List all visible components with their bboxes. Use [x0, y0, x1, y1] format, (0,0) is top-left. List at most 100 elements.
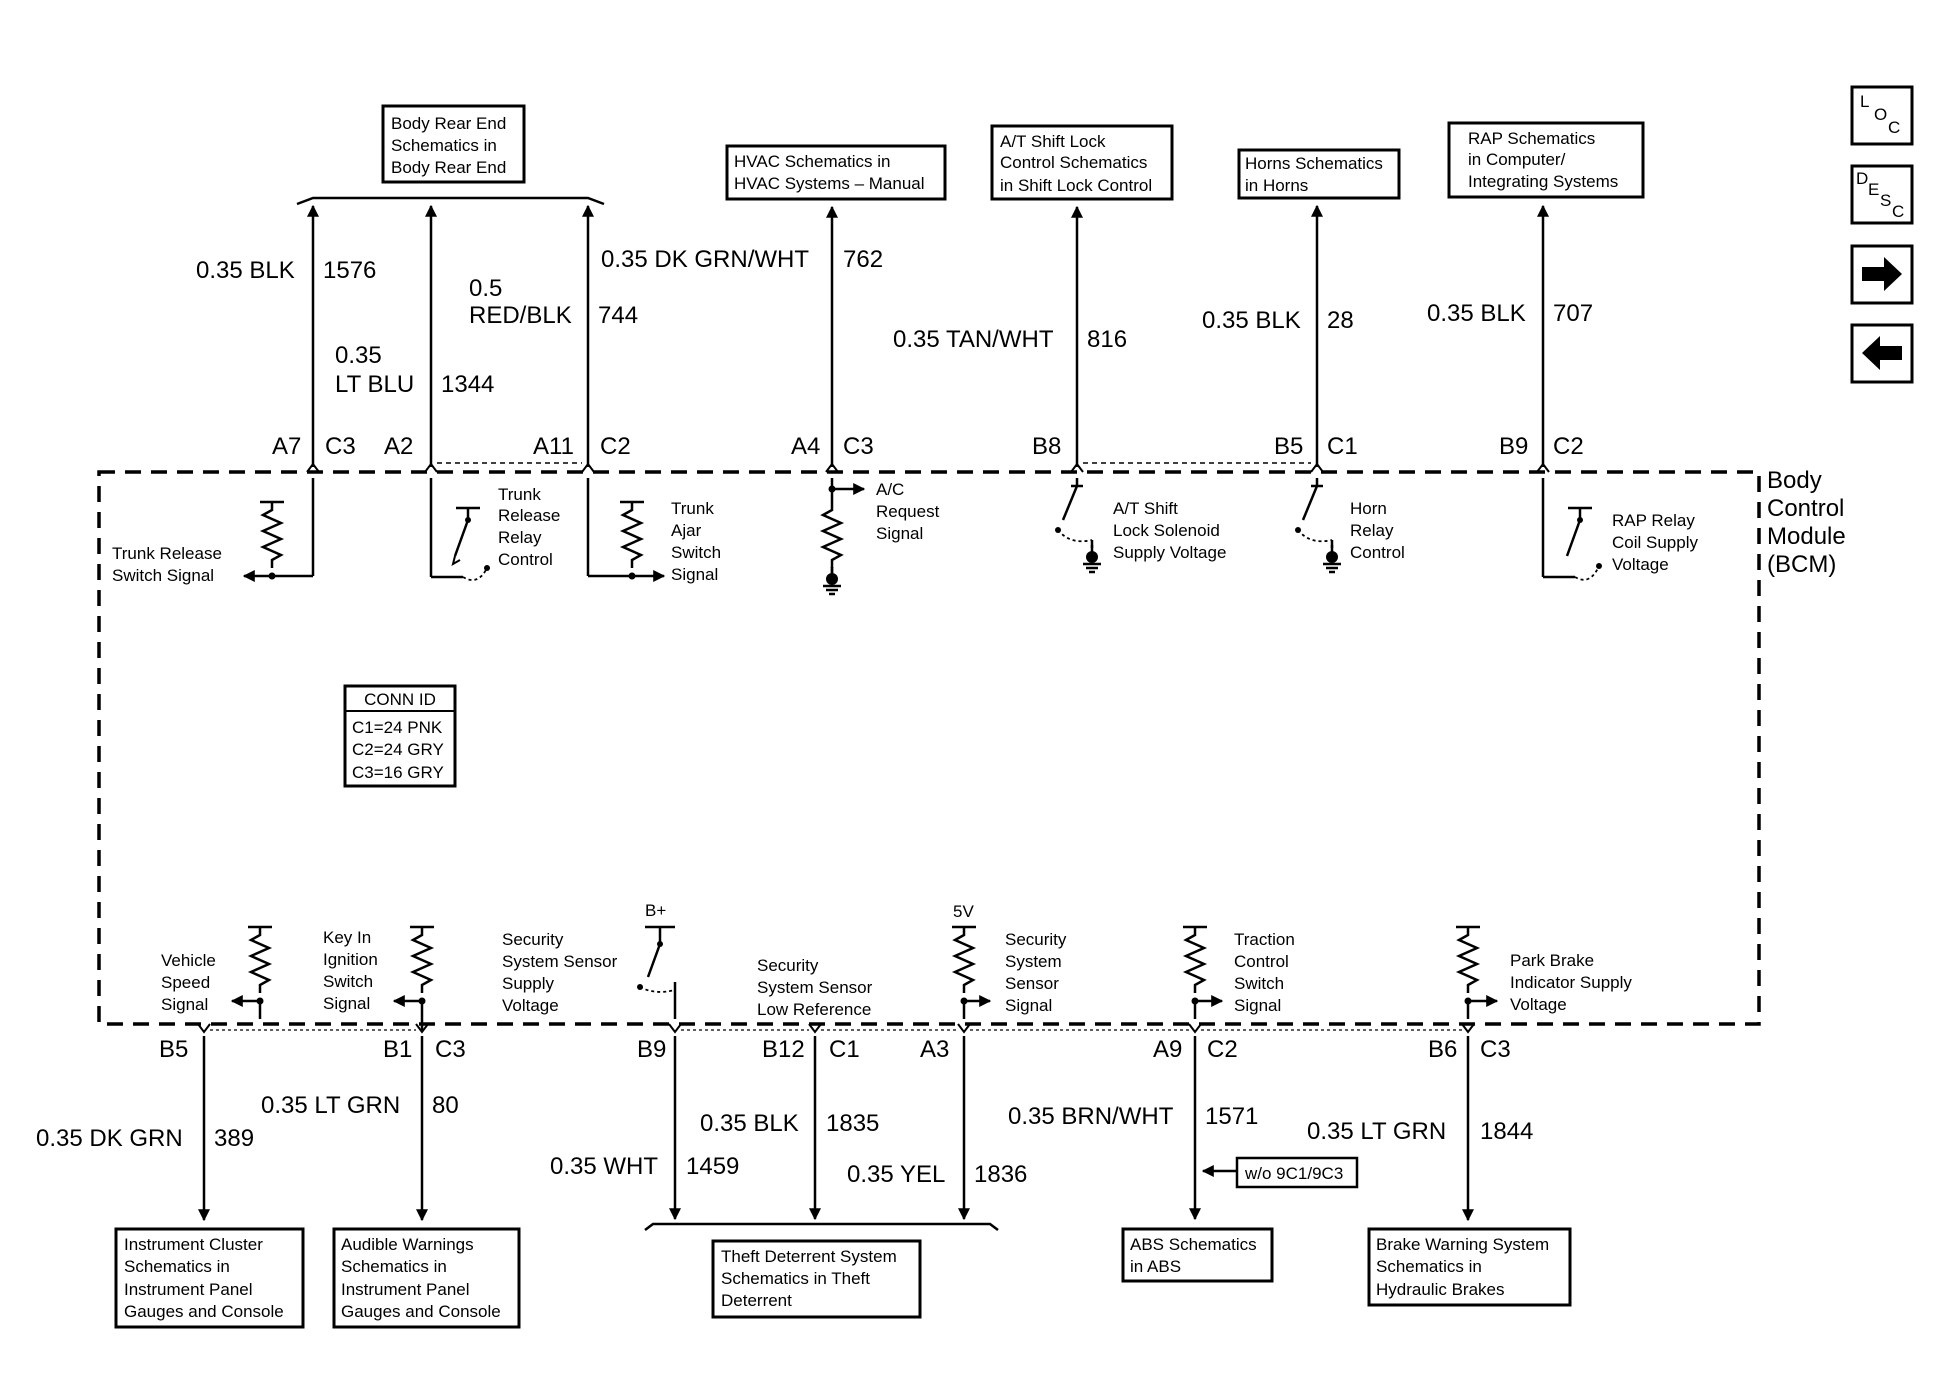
arrow-right-icon — [1862, 257, 1902, 291]
svg-text:RAP Schematics: RAP Schematics — [1468, 129, 1595, 148]
svg-text:C: C — [1892, 202, 1904, 221]
box-abs[interactable]: ABS Schematics in ABS — [1121, 1227, 1274, 1283]
trunk-release-switch-circuit — [242, 478, 315, 582]
trunk-ajar-label: Trunk Ajar Switch Signal — [671, 499, 726, 584]
wire-707-circuit: 707 — [1553, 300, 1593, 327]
pin-c2-top: C2 — [600, 433, 631, 460]
pin-a2: A2 — [384, 433, 413, 460]
svg-text:Audible Warnings: Audible Warnings — [341, 1235, 474, 1254]
svg-text:Gauges and Console: Gauges and Console — [124, 1302, 284, 1321]
svg-text:in Horns: in Horns — [1245, 176, 1308, 195]
svg-text:Instrument Cluster: Instrument Cluster — [124, 1235, 263, 1254]
wire-80-circuit: 80 — [432, 1092, 459, 1119]
pin-c1-top: C1 — [1327, 433, 1358, 460]
pin-c3-b1: C3 — [435, 1036, 466, 1063]
trunk-release-switch-label: Trunk Release Switch Signal — [112, 544, 227, 585]
option-w-o-9c1-9c3: w/o 9C1/9C3 — [1235, 1156, 1359, 1189]
pin-b8: B8 — [1032, 433, 1061, 460]
wire-1344-circuit: 1344 — [441, 371, 494, 398]
pin-b6: B6 — [1428, 1036, 1457, 1063]
wire-1844-gauge: 0.35 LT GRN — [1307, 1118, 1446, 1145]
vehicle-speed-circuit — [230, 925, 272, 1019]
svg-text:Schematics in: Schematics in — [391, 136, 497, 155]
svg-text:O: O — [1874, 105, 1887, 124]
pin-c3-top: C3 — [325, 433, 356, 460]
conn-id-c1: C1=24 PNK — [352, 718, 443, 737]
box-horns[interactable]: Horns Schematics in Horns — [1237, 148, 1401, 200]
svg-text:Instrument Panel: Instrument Panel — [341, 1280, 470, 1299]
ac-request-label: A/C Request Signal — [876, 480, 944, 543]
svg-text:Integrating Systems: Integrating Systems — [1468, 172, 1618, 191]
bcm-outline — [97, 470, 1761, 1026]
wire-1344-gauge: 0.35 LT BLU — [335, 342, 414, 398]
fivev-label: 5V — [953, 902, 974, 921]
box-shift-lock[interactable]: A/T Shift Lock Control Schematics in Shi… — [990, 124, 1174, 201]
conn-id-title: CONN ID — [364, 690, 436, 709]
loc-button[interactable]: L O C — [1850, 85, 1914, 146]
conn-id-box: CONN ID C1=24 PNK C2=24 GRY C3=16 GRY — [343, 684, 457, 788]
box-theft-deterrent[interactable]: Theft Deterrent System Schematics in The… — [711, 1239, 922, 1319]
park-brake-label: Park Brake Indicator Supply Voltage — [1510, 951, 1637, 1014]
svg-text:Horns Schematics: Horns Schematics — [1245, 154, 1383, 173]
svg-text:D: D — [1856, 169, 1868, 188]
box-rap[interactable]: RAP Schematics in Computer/ Integrating … — [1447, 121, 1645, 199]
pin-c3-b6: C3 — [1480, 1036, 1511, 1063]
box-brake-warning[interactable]: Brake Warning System Schematics in Hydra… — [1367, 1227, 1572, 1307]
pin-a11: A11 — [533, 433, 574, 460]
pin-c2-b9: C2 — [1553, 433, 1584, 460]
bplus-label: B+ — [645, 901, 666, 920]
next-page-button[interactable] — [1850, 244, 1914, 305]
svg-text:S: S — [1880, 191, 1891, 210]
conn-id-c2: C2=24 GRY — [352, 740, 444, 759]
svg-text:E: E — [1868, 180, 1879, 199]
svg-text:Theft Deterrent System: Theft Deterrent System — [721, 1247, 897, 1266]
wire-1576-circuit: 1576 — [323, 257, 376, 284]
body-rear-bracket — [296, 196, 605, 206]
ac-request-circuit — [821, 478, 866, 596]
pin-b1: B1 — [383, 1036, 412, 1063]
pin-b12: B12 — [762, 1036, 805, 1063]
pin-b5-top: B5 — [1274, 433, 1303, 460]
box-instrument-cluster[interactable]: Instrument Cluster Schematics in Instrum… — [114, 1227, 305, 1329]
box-hvac[interactable]: HVAC Schematics in HVAC Systems – Manual — [725, 144, 947, 201]
security-supply-label: Security System Sensor Supply Voltage — [502, 930, 622, 1015]
wire-28-circuit: 28 — [1327, 307, 1354, 334]
park-brake-circuit — [1456, 925, 1499, 1019]
security-signal-circuit — [952, 925, 992, 1019]
wire-1459-gauge: 0.35 WHT — [550, 1153, 658, 1180]
svg-text:L: L — [1860, 92, 1869, 111]
shift-lock-solenoid-circuit — [1055, 478, 1103, 574]
trunk-release-relay-label: Trunk Release Relay Control — [498, 485, 565, 569]
wire-707-gauge: 0.35 BLK — [1427, 300, 1526, 327]
prev-page-button[interactable] — [1850, 323, 1914, 384]
svg-text:w/o 9C1/9C3: w/o 9C1/9C3 — [1244, 1164, 1343, 1183]
box-body-rear-end[interactable]: Body Rear End Schematics in Body Rear En… — [381, 104, 526, 184]
wire-1459-circuit: 1459 — [686, 1153, 739, 1180]
wire-744-gauge: 0.5 RED/BLK — [469, 275, 572, 329]
wire-816-gauge: 0.35 TAN/WHT — [893, 326, 1054, 353]
wire-1844-circuit: 1844 — [1480, 1118, 1533, 1145]
pin-c2-a9: C2 — [1207, 1036, 1238, 1063]
wire-389-circuit: 389 — [214, 1125, 254, 1152]
arrow-left-icon — [1862, 336, 1902, 370]
wire-28-gauge: 0.35 BLK — [1202, 307, 1301, 334]
pin-c3-a4: C3 — [843, 433, 874, 460]
pin-b9-top: B9 — [1499, 433, 1528, 460]
wire-744-circuit: 744 — [598, 302, 638, 329]
svg-text:Brake Warning System: Brake Warning System — [1376, 1235, 1549, 1254]
desc-button[interactable]: D E S C — [1850, 164, 1914, 225]
svg-text:in Computer/: in Computer/ — [1468, 150, 1566, 169]
top-connector-pins — [306, 462, 1550, 473]
security-low-ref-label: Security System Sensor Low Reference — [757, 956, 877, 1019]
wire-1576-gauge: 0.35 BLK — [196, 257, 295, 284]
key-in-ignition-label: Key In Ignition Switch Signal — [323, 928, 383, 1013]
svg-text:Schematics in: Schematics in — [1376, 1257, 1482, 1276]
svg-text:Body Rear End: Body Rear End — [391, 158, 506, 177]
svg-text:Instrument Panel: Instrument Panel — [124, 1280, 253, 1299]
svg-text:in Shift Lock Control: in Shift Lock Control — [1000, 176, 1152, 195]
svg-text:Deterrent: Deterrent — [721, 1291, 792, 1310]
security-supply-circuit — [637, 925, 677, 1019]
box-audible-warnings[interactable]: Audible Warnings Schematics in Instrumen… — [332, 1227, 521, 1329]
bottom-connector-pins — [197, 1023, 1475, 1034]
